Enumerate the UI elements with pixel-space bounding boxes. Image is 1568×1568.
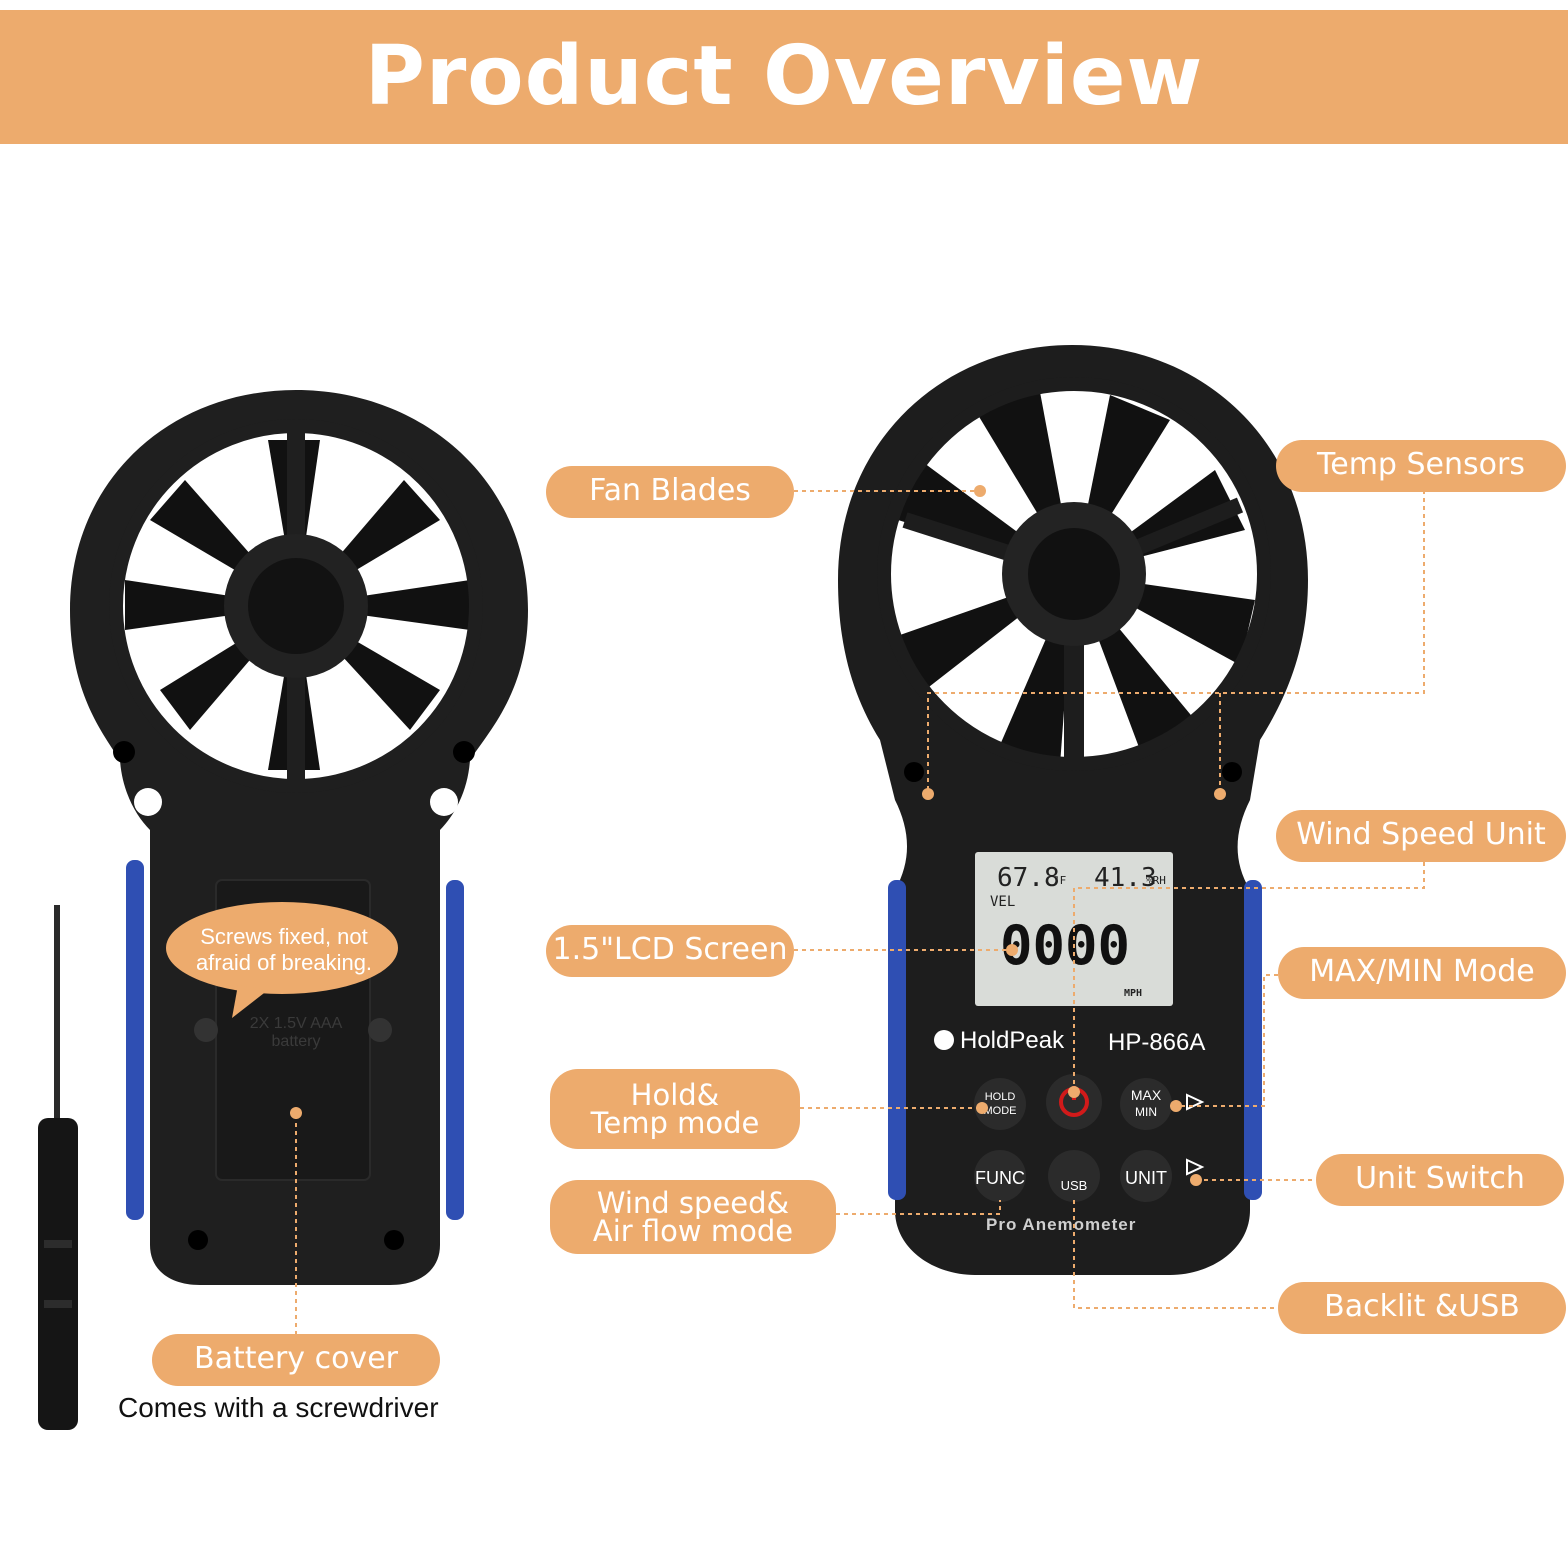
max-min-button-shape [1120,1078,1172,1130]
brand-name: HoldPeak [960,1027,1065,1054]
callout-backlit-usb: Backlit &USB [1278,1282,1566,1334]
lcd-unit: MPH [1124,988,1142,999]
callout-wind-air-line2: Air flow mode [592,1214,794,1248]
info-bubble-text: Screws fixed, not afraid of breaking. [172,924,396,976]
lcd-mode: VEL [990,894,1015,910]
lcd-temp-unit: °F [1053,874,1066,887]
battery-spec: 2X 1.5V AAA [250,1015,343,1032]
arrow-right-icon [1186,1093,1205,1111]
front-view-device [838,345,1308,1275]
callout-temp-sensors: Temp Sensors [1276,440,1566,492]
callout-hold-temp-line2: Temp mode [590,1106,760,1140]
min-label: MIN [1135,1105,1157,1119]
callout-hold-temp: Hold& Temp mode [550,1069,800,1149]
callout-wind-speed-unit: Wind Speed Unit [1276,810,1566,862]
callout-max-min-mode: MAX/MIN Mode [1278,947,1566,999]
power-button-shape [1046,1074,1102,1130]
callout-fan-blades-text: Fan Blades [589,473,751,508]
info-bubble [166,902,398,1018]
product-name: Pro Anemometer [986,1215,1136,1234]
lcd-humidity-unit: %RH [1146,874,1166,887]
max-label: MAX [1131,1087,1162,1103]
func-button-shape [974,1150,1026,1202]
arrow-right-icon-2 [1186,1158,1205,1176]
bubble-line-2: afraid of breaking. [195,950,373,975]
callout-lcd-screen: 1.5"LCD Screen [546,925,794,977]
screwdriver [38,905,78,1430]
leader-dots [290,485,1226,1186]
callout-unit-switch: Unit Switch [1316,1154,1564,1206]
callout-battery-cover: Battery cover [152,1334,440,1386]
callout-hold-temp-line1: Hold& [630,1078,720,1112]
hold-mode-button-shape [974,1078,1026,1130]
callout-wind-air-line1: Wind speed& [596,1186,790,1220]
bubble-line-1: Screws fixed, not [200,924,368,949]
lcd-text: 67.8 °F 41.3 %RH VEL 0000 MPH [990,863,1166,999]
usb-label: USB [1061,1178,1088,1193]
callout-unit-switch-text: Unit Switch [1355,1161,1525,1196]
unit-button-shape [1120,1150,1172,1202]
callout-wind-air: Wind speed& Air flow mode [550,1180,836,1254]
back-view-device [70,390,528,1285]
leader-lines [295,490,1425,1334]
callout-max-min-mode-text: MAX/MIN Mode [1309,954,1535,989]
callout-lcd-screen-text: 1.5"LCD Screen [552,932,788,967]
lcd-temp: 67.8 [997,863,1060,893]
callout-battery-cover-text: Battery cover [194,1341,398,1376]
mode-label: MODE [984,1105,1017,1117]
title-banner: Product Overview [0,10,1568,144]
usb-button-shape [1048,1150,1100,1202]
lcd-reading: 0000 [1000,914,1130,977]
callout-fan-blades: Fan Blades [546,466,794,518]
hold-label: HOLD [985,1091,1016,1103]
unit-label: UNIT [1125,1168,1167,1188]
battery-word: battery [272,1033,321,1050]
device-branding: HoldPeak HP-866A Pro Anemometer [934,1027,1205,1234]
screwdriver-caption: Comes with a screwdriver [118,1392,439,1423]
callout-temp-sensors-text: Temp Sensors [1317,447,1525,482]
brand-logo-icon [934,1030,954,1050]
callout-backlit-usb-text: Backlit &USB [1324,1289,1520,1324]
model-number: HP-866A [1108,1029,1205,1056]
callout-wind-speed-unit-text: Wind Speed Unit [1296,817,1546,852]
button-labels: HOLD MODE MAX MIN FUNC USB UNIT [975,1087,1167,1193]
func-label: FUNC [975,1168,1025,1188]
page-title: Product Overview [364,29,1204,124]
battery-text: 2X 1.5V AAA battery [250,1015,343,1050]
